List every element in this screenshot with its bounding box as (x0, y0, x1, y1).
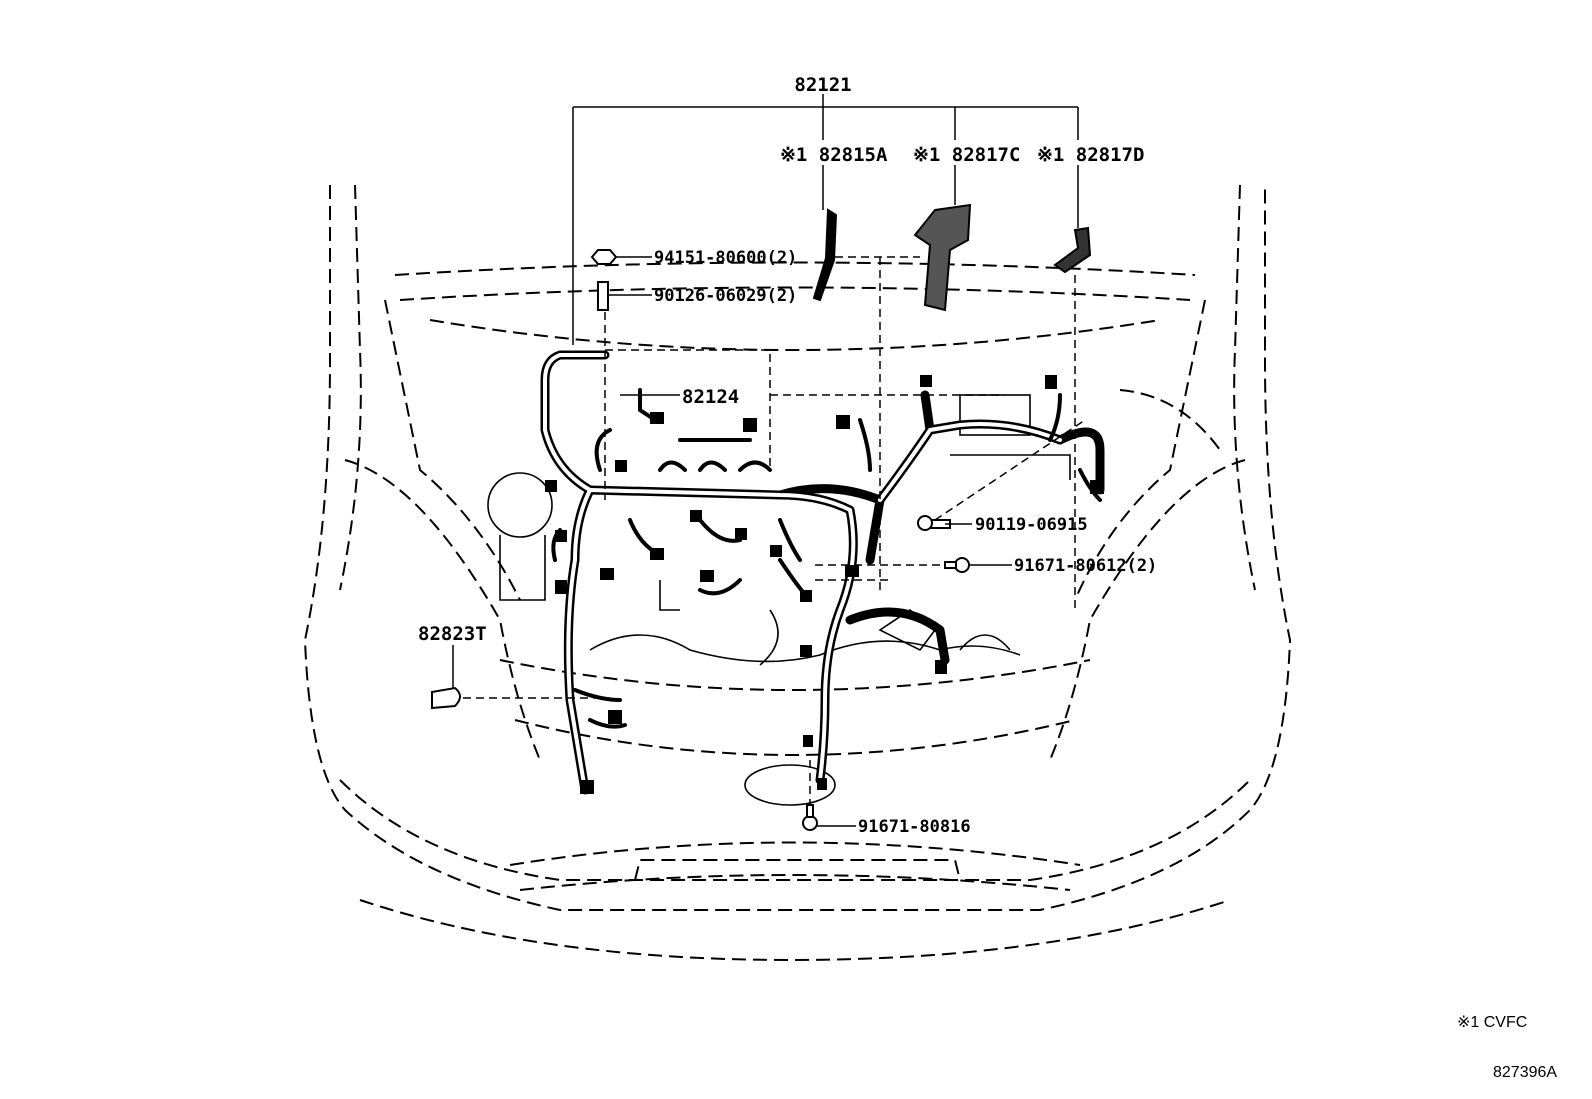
label-90119-06915: 90119-06915 (975, 515, 1088, 535)
bracket-82817c-icon (913, 203, 972, 312)
bolt-91671-80816-icon (802, 815, 818, 831)
engine-bay-detail (487, 394, 1071, 806)
label-94151-80600: 94151-80600(2) (654, 248, 797, 268)
label-82124: 82124 (682, 386, 739, 408)
harness-connectors (545, 375, 1104, 794)
part-icons (431, 203, 1092, 831)
vehicle-body-outline (303, 184, 1292, 962)
label-82121: 82121 (794, 74, 851, 96)
bolt-91671-80612-icon (954, 557, 970, 573)
label-82817d: ※1 82817D (1037, 144, 1144, 166)
label-91671-80816: 91671-80816 (858, 817, 971, 837)
bracket-82815a-icon (812, 208, 838, 302)
part-callouts: 82121 ※1 82815A ※1 82817C ※1 82817D 9415… (418, 74, 1157, 837)
wire-harness-inner (543, 353, 1062, 792)
label-82823t: 82823T (418, 623, 487, 645)
bracket-82817d-icon (1053, 226, 1092, 274)
stud-icon (597, 281, 609, 311)
label-91671-80612: 91671-80612(2) (1014, 556, 1157, 576)
label-90126-06029: 90126-06029(2) (654, 286, 797, 306)
reference-lines (463, 256, 1086, 805)
cover-82823t-icon (431, 686, 461, 710)
label-82815a: ※1 82815A (780, 144, 888, 166)
marker-footnote: ※1 CVFC (1457, 1014, 1528, 1031)
leader-lines (452, 94, 1079, 827)
label-82817c: ※1 82817C (913, 144, 1020, 166)
nut-icon (590, 249, 618, 265)
illustration-code: 827396A (1493, 1064, 1558, 1081)
